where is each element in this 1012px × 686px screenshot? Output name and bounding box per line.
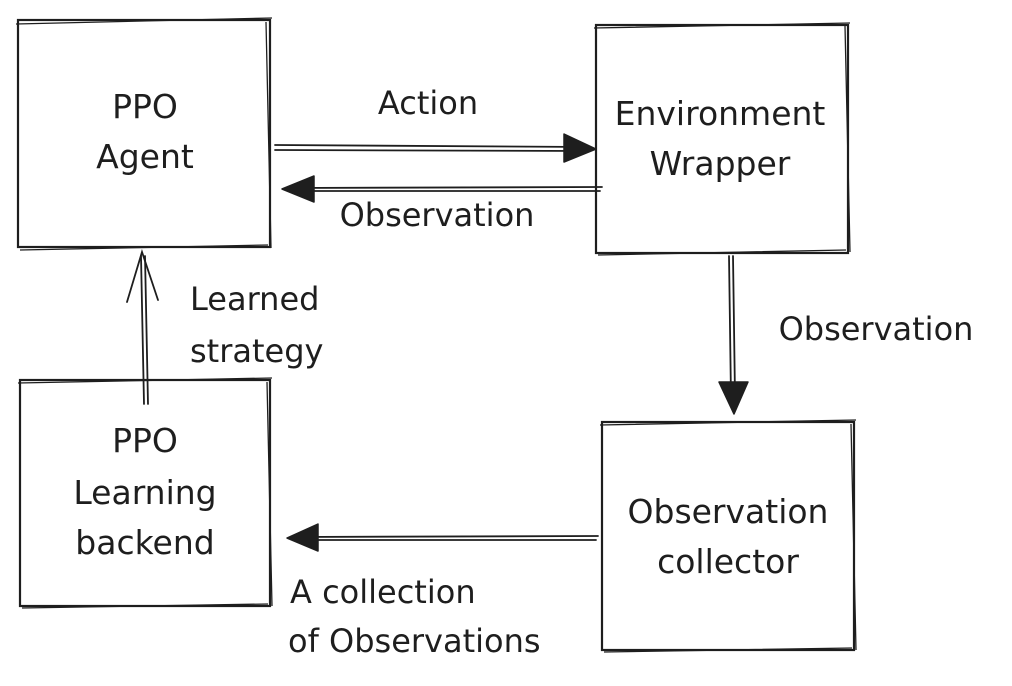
- node-observation-collector-line-2: collector: [657, 542, 799, 581]
- edge-environment-to-collector: Observation: [718, 255, 974, 415]
- node-environment-wrapper: Environment Wrapper: [593, 22, 851, 256]
- edge-agent-to-environment: Action: [274, 84, 597, 163]
- node-ppo-learning-backend-line-3: backend: [75, 523, 214, 562]
- node-ppo-learning-backend-line-1: PPO: [112, 421, 178, 460]
- edge-label-observation-return: Observation: [340, 196, 535, 234]
- edge-label-collection-line-1: A collection: [290, 573, 476, 611]
- edge-collector-to-backend: A collection of Observations: [286, 523, 599, 660]
- node-environment-wrapper-line-1: Environment: [615, 94, 826, 133]
- node-ppo-learning-backend-line-2: Learning: [73, 473, 216, 512]
- edge-label-observation-down: Observation: [779, 310, 974, 348]
- edge-backend-to-agent: Learned strategy: [126, 249, 323, 405]
- edge-environment-to-agent: Observation: [281, 175, 603, 234]
- node-observation-collector-line-1: Observation: [628, 492, 829, 531]
- node-environment-wrapper-line-2: Wrapper: [650, 144, 791, 183]
- node-ppo-agent: PPO Agent: [15, 17, 273, 251]
- edge-label-action: Action: [378, 84, 478, 122]
- edge-label-learned: Learned: [190, 280, 319, 318]
- node-observation-collector: Observation collector: [599, 419, 857, 653]
- edge-label-collection-line-2: of Observations: [288, 622, 541, 660]
- node-ppo-learning-backend: PPO Learning backend: [17, 377, 273, 609]
- node-ppo-agent-line-1: PPO: [112, 87, 178, 126]
- edge-label-strategy: strategy: [190, 332, 323, 370]
- node-ppo-agent-line-2: Agent: [96, 137, 194, 176]
